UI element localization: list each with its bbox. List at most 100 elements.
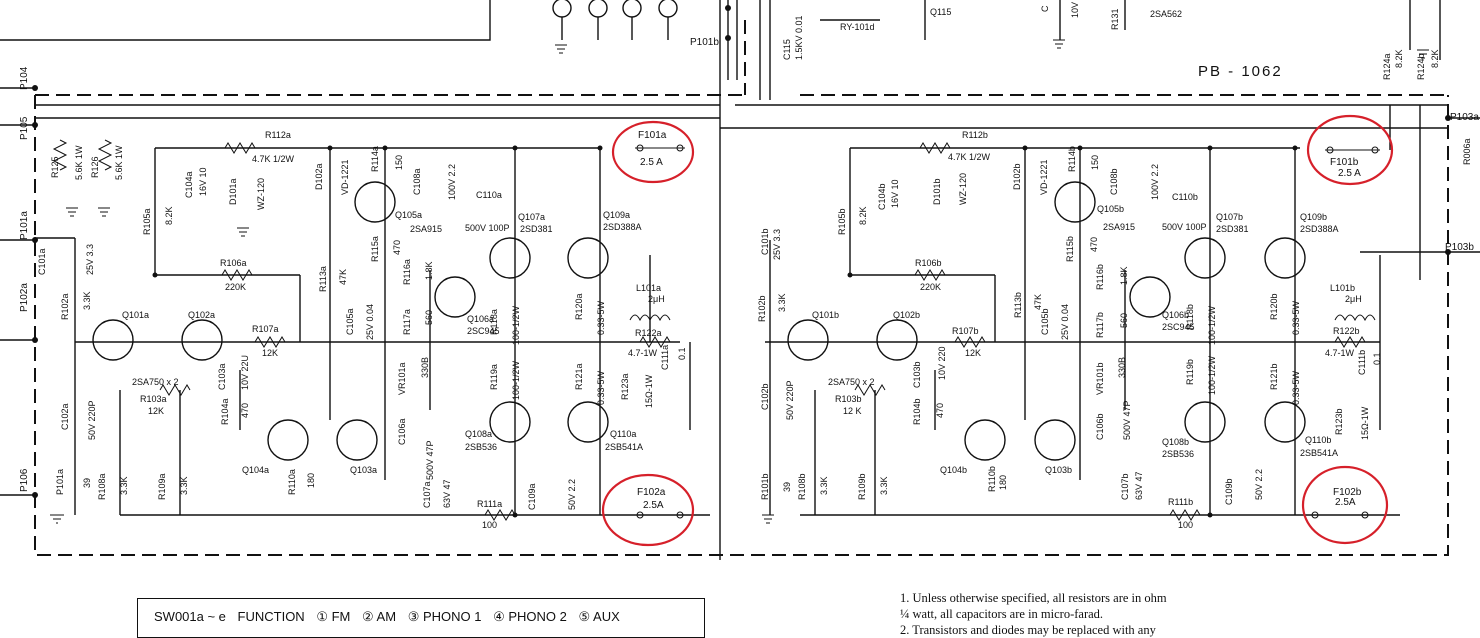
q101a-ref: Q101a bbox=[122, 310, 149, 320]
fuse-f102b-highlight bbox=[1301, 465, 1389, 545]
c106a-value: 500V 47P bbox=[425, 440, 435, 480]
r104b-value: 470 bbox=[935, 403, 945, 418]
note-line-3: 2. Transistors and diodes may be replace… bbox=[900, 623, 1156, 637]
r106a-ref: R106a bbox=[220, 258, 247, 268]
r110a-value: 180 bbox=[306, 473, 316, 488]
d102a-ref: D102a bbox=[314, 163, 324, 190]
r113b-value: 47K bbox=[1033, 294, 1043, 310]
q109b-type: 2SD388A bbox=[1300, 224, 1339, 234]
fuse-f102b-ref: F102b bbox=[1333, 487, 1362, 498]
r109a-value: 3.3K bbox=[179, 476, 189, 495]
r121b-ref: R121b bbox=[1269, 363, 1279, 390]
c108a-ref: C108a bbox=[412, 168, 422, 195]
r107b-value: 12K bbox=[965, 348, 981, 358]
r111b-value: 100 bbox=[1178, 520, 1193, 530]
c108b-ref: C108b bbox=[1109, 168, 1119, 195]
r112b-value: 4.7K 1/2W bbox=[948, 152, 991, 162]
c103a-value: 10V 22U bbox=[240, 355, 250, 390]
r114a-ref: R114a bbox=[370, 146, 380, 172]
r106b-value: 220K bbox=[920, 282, 941, 292]
r117a-value: 560 bbox=[424, 310, 434, 325]
fuse-f102a-highlight bbox=[601, 473, 695, 547]
c105a-ref: C105a bbox=[345, 308, 355, 335]
r117a-ref: R117a bbox=[402, 309, 412, 335]
q106a-type: 2SC945 bbox=[467, 326, 500, 336]
r124a-value: 8.2K bbox=[1394, 49, 1404, 68]
c102b-ref: C102b bbox=[760, 383, 770, 410]
r108b-ref: R108b bbox=[797, 473, 807, 500]
r113a-value: 47K bbox=[338, 269, 348, 285]
q108a-ref: Q108a bbox=[465, 429, 492, 439]
r103a-ref: R103a bbox=[140, 394, 167, 404]
q109b-ref: Q109b bbox=[1300, 212, 1327, 222]
r122b-ref: R122b bbox=[1333, 326, 1360, 336]
c104b-ref: C104b bbox=[877, 183, 887, 210]
l101a-value: 2μH bbox=[648, 294, 665, 304]
c111a-value: 0.1 bbox=[677, 347, 687, 360]
r116b-value: 1.8K bbox=[1119, 266, 1129, 285]
r121a-value: 0.33-5W bbox=[596, 370, 606, 405]
q103a-ref: Q103a bbox=[350, 465, 377, 475]
r120a-ref: R120a bbox=[574, 293, 584, 320]
c110a-value: 500V 100P bbox=[465, 223, 510, 233]
schematic-notes: 1. Unless otherwise specified, all resis… bbox=[900, 590, 1167, 638]
r113b-ref: R113b bbox=[1013, 292, 1023, 318]
d102a-type: VD-1221 bbox=[340, 159, 350, 195]
r120b-value: 0.33-5W bbox=[1291, 300, 1301, 335]
c103a-ref: C103a bbox=[217, 363, 227, 390]
function-switch-legend: SW001a ~ e FUNCTION ① FM ② AM ③ PHONO 1 … bbox=[137, 598, 705, 638]
r108a-ref: R108a bbox=[97, 473, 107, 500]
r103b-value: 12 K bbox=[843, 406, 862, 416]
fuse-f101b-ref: F101b bbox=[1330, 157, 1359, 168]
q108b-ref: Q108b bbox=[1162, 437, 1189, 447]
q109a-ref: Q109a bbox=[603, 210, 630, 220]
c101b-ref: C101b bbox=[760, 228, 770, 255]
q102b-type: 2SA750 x 2 bbox=[828, 377, 875, 387]
c109a-ref: C109a bbox=[527, 483, 537, 510]
p101a-res-ref: P101a bbox=[55, 469, 65, 495]
r115a-ref: R115a bbox=[370, 236, 380, 262]
q104b-ref: Q104b bbox=[940, 465, 967, 475]
r103a-value: 12K bbox=[148, 406, 164, 416]
q103b-ref: Q103b bbox=[1045, 465, 1072, 475]
port-p103a: P103a bbox=[1450, 112, 1479, 123]
q107a-ref: Q107a bbox=[518, 212, 545, 222]
r109b-value: 3.3K bbox=[879, 476, 889, 495]
c108b-value: 100V 2.2 bbox=[1150, 164, 1160, 200]
r124b-ref: R124b bbox=[1416, 53, 1426, 80]
r108b-value: 3.3K bbox=[819, 476, 829, 495]
r119a-value: 100-1/2W bbox=[511, 360, 521, 400]
c110b-value: 500V 100P bbox=[1162, 222, 1207, 232]
r124a-ref: R124a bbox=[1382, 53, 1392, 80]
legend-switch-ref: SW001a ~ e bbox=[154, 609, 226, 624]
r108a-value: 3.3K bbox=[119, 476, 129, 495]
r116a-ref: R116a bbox=[402, 259, 412, 285]
q105b-ref: Q105b bbox=[1097, 204, 1124, 214]
r102b-ref: R102b bbox=[757, 295, 767, 322]
r126-value: 5.6K 1W bbox=[114, 145, 124, 180]
c104b-value: 16V 10 bbox=[890, 179, 900, 208]
r125-value: 5.6K 1W bbox=[74, 145, 84, 180]
r101b-ref: R101b bbox=[760, 473, 770, 500]
r119b-ref: R119b bbox=[1185, 359, 1195, 385]
r123a-ref: R123a bbox=[620, 373, 630, 400]
q101b-ref: Q101b bbox=[812, 310, 839, 320]
c107a-value: 63V 47 bbox=[442, 479, 452, 508]
r121b-value: 0.33-5W bbox=[1291, 370, 1301, 405]
d101a-ref: D101a bbox=[228, 178, 238, 205]
q109a-type: 2SD388A bbox=[603, 222, 642, 232]
r114b-ref: R114b bbox=[1067, 146, 1077, 172]
c101a-ref: C101a bbox=[37, 248, 47, 275]
c102b-value: 50V 220P bbox=[785, 380, 795, 420]
r111a-value: 100 bbox=[482, 520, 497, 530]
r105b-ref: R105b bbox=[837, 208, 847, 235]
port-p104: P104 bbox=[19, 66, 30, 90]
r102a-value: 3.3K bbox=[82, 291, 92, 310]
c101b-value: 25V 3.3 bbox=[772, 229, 782, 260]
r115b-ref: R115b bbox=[1065, 236, 1075, 262]
top-label-ry101d: RY-101d bbox=[840, 22, 875, 32]
top-label-1-5kv: 1.5KV 0.01 bbox=[794, 15, 804, 60]
r123a-value: 15Ω-1W bbox=[644, 374, 654, 408]
port-p106: P106 bbox=[19, 468, 30, 492]
c109a-value: 50V 2.2 bbox=[567, 479, 577, 510]
